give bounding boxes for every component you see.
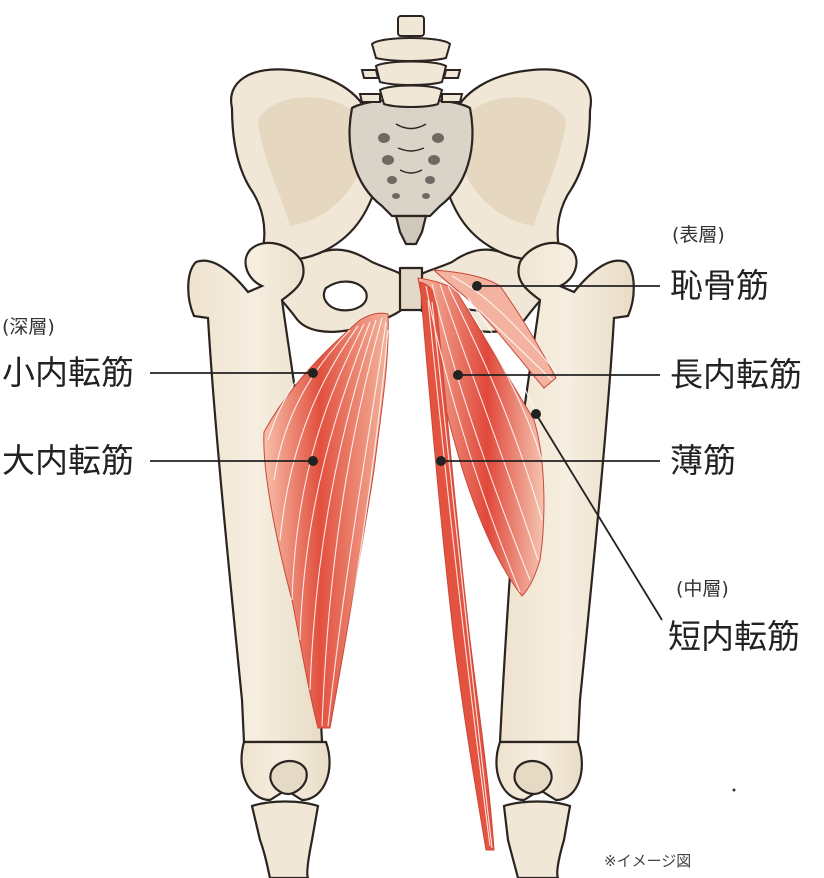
marker-pectineus [472, 281, 482, 291]
adductor-longus-muscle [417, 277, 545, 597]
label-adductor-brevis: 短内転筋 [668, 617, 800, 656]
pectineus-muscle [432, 269, 557, 389]
leader-lines [150, 285, 663, 621]
label-adductor-magnus: 大内転筋 [2, 441, 134, 480]
label-superficial-layer: (表層) [672, 224, 725, 246]
marker-gracilis [436, 456, 446, 466]
image-note: ※イメージ図 [604, 852, 692, 870]
label-adductor-longus: 長内転筋 [670, 355, 802, 394]
leader-adductor-brevis [535, 413, 663, 621]
left-femur [187, 241, 331, 802]
marker-adductor-longus [453, 370, 463, 380]
marker-adductor-minimus [308, 368, 318, 378]
deep-adductors [263, 312, 389, 729]
marker-adductor-brevis [531, 409, 541, 419]
marker-adductor-magnus [308, 456, 318, 466]
label-adductor-minimus: 小内転筋 [2, 353, 134, 392]
label-deep-layer: (深層) [2, 316, 55, 338]
label-middle-layer: (中層) [676, 578, 729, 600]
left-tibia [250, 800, 320, 878]
label-pectineus: 恥骨筋 [670, 266, 769, 305]
superficial-adductors [417, 269, 557, 851]
marker-dots [308, 281, 541, 466]
coccyx [394, 214, 428, 246]
lumbar-vertebrae [358, 15, 464, 108]
label-gracilis: 薄筋 [670, 441, 736, 480]
right-tibia [502, 800, 572, 878]
